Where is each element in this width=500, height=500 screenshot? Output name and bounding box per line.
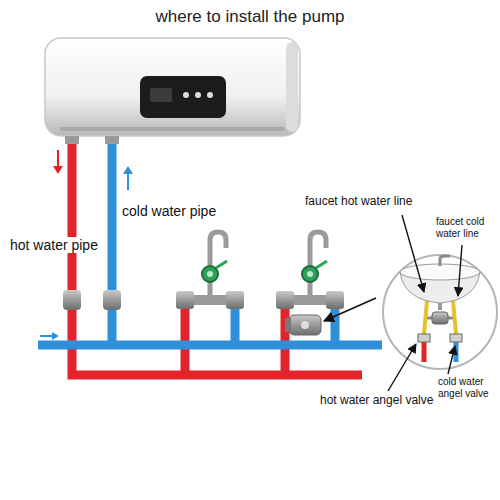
water-heater-body — [45, 38, 300, 136]
valve-handle — [216, 261, 227, 268]
cold-pipe — [108, 136, 117, 345]
sink-rim — [400, 264, 480, 280]
display-button — [183, 92, 189, 98]
leader-arrow — [448, 346, 455, 374]
title-heading: where to install the pump — [0, 7, 500, 27]
inset-pump — [432, 312, 448, 324]
callout-label: cold water pipe — [120, 203, 218, 219]
leader-arrow — [388, 344, 416, 391]
pipe-collar — [65, 136, 79, 144]
display-screen — [150, 88, 172, 102]
detail-inset — [383, 255, 497, 369]
sink-drain — [438, 303, 442, 310]
heater-base-line — [60, 127, 285, 131]
pump-pointer — [324, 298, 376, 321]
tee-fitting — [326, 291, 344, 309]
pump-inlet — [285, 318, 291, 332]
pipe-fitting — [103, 290, 121, 310]
cold-wall-pipe — [454, 342, 459, 362]
hot-pipe — [181, 300, 190, 375]
callout-label: faucet cold water line — [434, 216, 496, 239]
callout-label: faucet hot water line — [303, 195, 414, 209]
cold-angle-valve — [450, 334, 462, 342]
tee-fitting — [226, 291, 244, 309]
flow-arrow-head — [52, 332, 59, 340]
flow-arrow — [57, 150, 59, 167]
hot-pipe — [72, 136, 362, 375]
pump-body — [289, 315, 321, 335]
cold-hose — [453, 301, 456, 334]
pipe-fitting — [63, 290, 81, 310]
flow-arrow-head — [123, 166, 133, 174]
pump-cap — [301, 321, 309, 329]
hot-pipe — [281, 300, 290, 375]
faucet-valve — [302, 266, 318, 282]
callout-label: hot water angel valve — [318, 394, 435, 408]
cold-pipe — [38, 341, 382, 350]
faucet-valve — [202, 266, 218, 282]
leader-arrow — [458, 245, 462, 296]
hot-angle-valve — [418, 334, 430, 342]
flow-arrow — [127, 173, 129, 190]
callout-label: hot water pipe — [8, 237, 100, 253]
callout-label: cold water angel valve — [436, 376, 496, 399]
tee-fitting — [276, 291, 294, 309]
heater-display — [140, 76, 226, 118]
pipe-collar — [105, 136, 119, 144]
display-button — [207, 92, 213, 98]
hot-hose — [424, 301, 427, 334]
heater-end-cap — [286, 42, 298, 132]
sink-faucet — [440, 256, 450, 266]
display-button — [195, 92, 201, 98]
flow-arrow-head — [53, 166, 63, 174]
hot-wall-pipe — [422, 342, 427, 362]
tee-fitting — [176, 291, 194, 309]
valve-handle — [316, 261, 327, 268]
leader-arrow — [402, 215, 424, 292]
valve-center — [207, 271, 213, 277]
valve-center — [307, 271, 313, 277]
flow-arrow — [40, 335, 53, 337]
